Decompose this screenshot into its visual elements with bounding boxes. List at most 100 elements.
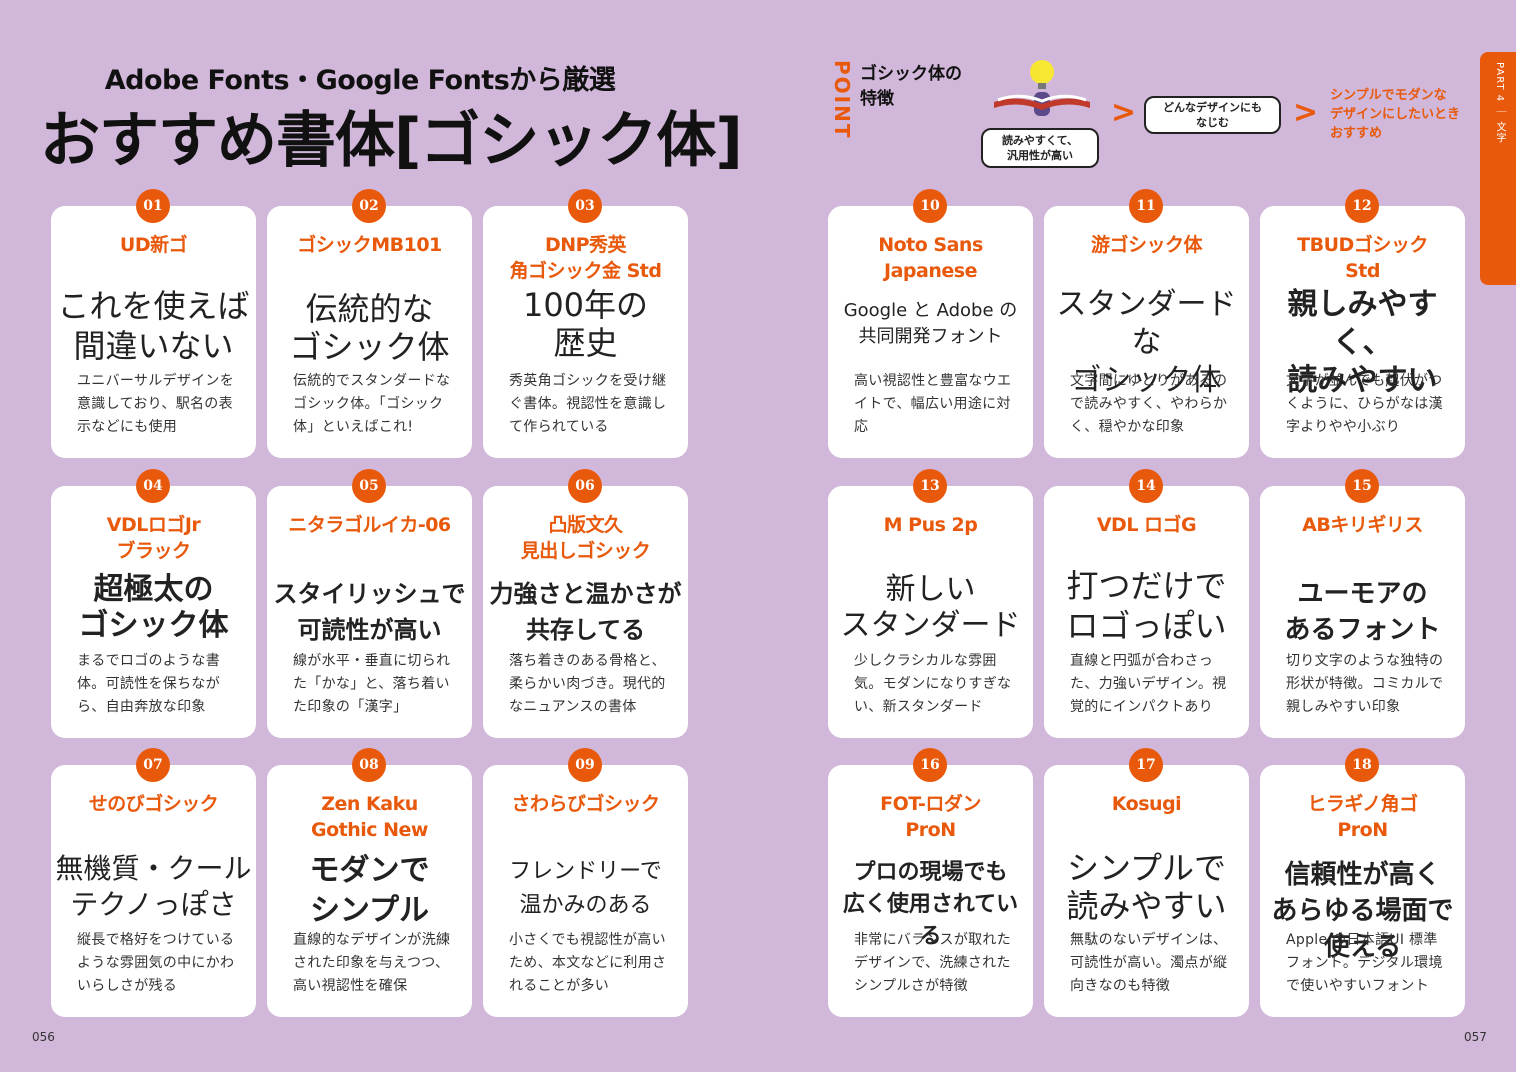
chevron-right-icon: >: [1111, 95, 1137, 130]
font-card: ゴシックMB101 伝統的な ゴシック体伝統的でスタンダードなゴシック体。「ゴシッ…: [267, 206, 472, 458]
font-description: 伝統的でスタンダードなゴシック体。「ゴシック体」といえばこれ!: [293, 373, 451, 435]
card-number-badge: 01: [136, 189, 170, 223]
font-name: DNP秀英 角ゴシック金 Std: [509, 234, 662, 282]
card-number-badge: 08: [352, 748, 386, 782]
font-sample: Google と Adobe の 共同開発フォント: [843, 300, 1018, 347]
font-sample: 力強さと温かさが 共存してる: [489, 580, 682, 644]
font-sample: これを使えば 間違いない: [57, 287, 250, 365]
card-number-badge: 04: [136, 469, 170, 503]
font-card: TBUDゴシック Std 親しみやすく、 読みやすい文字が並んでも起伏がつくように…: [1260, 206, 1465, 458]
font-sample: シンプルで 読みやすい: [1066, 849, 1227, 925]
font-description: 秀英角ゴシックを受け継ぐ書体。視認性を意識して作られている: [509, 373, 667, 435]
card-number-badge: 10: [913, 189, 947, 223]
font-name: Kosugi: [1111, 793, 1182, 815]
font-card: VDLロゴJr ブラック超極太の ゴシック体まるでロゴのような書体。可読性を保ち…: [51, 486, 256, 738]
font-card: UD新ゴこれを使えば 間違いないユニバーサルデザインを意識しており、駅名の表示な…: [51, 206, 256, 458]
font-card: M Pus 2p 新しい スタンダード少しクラシカルな雰囲気。モダンになりすぎない…: [828, 486, 1033, 738]
font-name: VDL ロゴG: [1096, 514, 1197, 536]
font-name: せのびゴシック: [88, 793, 219, 815]
font-sample: 無機質・クール テクノっぽさ: [55, 852, 252, 921]
font-card: 凸版文久 見出しゴシック力強さと温かさが 共存してる落ち着きのある骨格と、柔らか…: [483, 486, 688, 738]
font-name: UD新ゴ: [119, 234, 188, 256]
font-sample: モダンで シンプル: [309, 853, 430, 928]
font-card: Kosugi シンプルで 読みやすい無駄のないデザインは、可読性が高い。濁点が縦向…: [1044, 765, 1249, 1017]
font-name: Zen Kaku Gothic New: [311, 793, 429, 841]
font-card: 游ゴシック体スタンダードな ゴシック体文字間にゆとりがあるので読みやすく、やわら…: [1044, 206, 1249, 458]
font-name: ヒラギノ角ゴ ProN: [1307, 793, 1418, 841]
page-number-left: 056: [32, 1030, 55, 1044]
font-sample: 打つだけで ロゴっぽい: [1066, 567, 1227, 645]
font-card: FOT-ロダン ProN プロの現場でも 広く使用されている非常にバランスが取れた…: [828, 765, 1033, 1017]
font-description: 少しクラシカルな雰囲気。モダンになりすぎない、新スタンダード: [854, 653, 1012, 715]
feature-pill-fits: どんなデザインにも なじむ: [1144, 96, 1281, 134]
font-card: ABキリギリスユーモアの あるフォント切り文字のような独特の形状が特徴。コミカル…: [1260, 486, 1465, 738]
part-tab: [1480, 52, 1516, 285]
card-number-badge: 12: [1345, 189, 1379, 223]
font-sample: 信頼性が高く あらゆる場面で使える: [1271, 860, 1454, 962]
font-name: ニタラゴルイカ-06: [288, 514, 451, 536]
card-number-badge: 18: [1345, 748, 1379, 782]
card-number-badge: 16: [913, 748, 947, 782]
font-sample: 伝統的な ゴシック体: [289, 290, 450, 366]
font-sample: プロの現場でも 広く使用されている: [842, 860, 1019, 949]
card-number-badge: 05: [352, 469, 386, 503]
font-description: 直線的なデザインが洗練された印象を与えつつ、高い視認性を確保: [293, 932, 451, 994]
font-name: M Pus 2p: [883, 514, 978, 536]
point-title: ゴシック体の 特徴: [860, 64, 962, 109]
header-subtitle: Adobe Fonts・Google Fontsから厳選: [104, 65, 616, 96]
font-card: せのびゴシック無機質・クール テクノっぽさ縦長で格好をつけているような雰囲気の中…: [51, 765, 256, 1017]
font-description: 線が水平・垂直に切られた「かな」と、落ち着いた印象の「漢字」: [293, 653, 451, 715]
font-sample: フレンドリーで 温かみのある: [509, 859, 662, 918]
font-sample: スタイリッシュで 可読性が高い: [273, 580, 466, 644]
font-sample: 超極太の ゴシック体: [78, 572, 229, 643]
font-card: Zen Kaku Gothic New モダンで シンプル直線的なデザインが洗練さ…: [267, 765, 472, 1017]
card-number-badge: 17: [1129, 748, 1163, 782]
font-name: さわらびゴシック: [511, 793, 660, 815]
font-card: ニタラゴルイカ-06 スタイリッシュで 可読性が高い線が水平・垂直に切られた「かな…: [267, 486, 472, 738]
font-name: VDLロゴJr ブラック: [106, 514, 201, 562]
font-sample: 100年の 歴史: [522, 286, 649, 362]
page-title: おすすめ書体[ゴシック体]: [40, 106, 743, 176]
card-number-badge: 13: [913, 469, 947, 503]
font-name: ゴシックMB101: [297, 234, 442, 256]
font-name: Noto Sans Japanese: [878, 234, 983, 282]
font-description: まるでロゴのような書体。可読性を保ちながら、自由奔放な印象: [77, 653, 220, 715]
font-sample: 親しみやすく、 読みやすい: [1287, 287, 1438, 398]
card-number-badge: 11: [1129, 189, 1163, 223]
font-name: FOT-ロダン ProN: [880, 793, 981, 841]
font-name: 游ゴシック体: [1090, 234, 1203, 256]
font-description: 文字間にゆとりがあるので読みやすく、やわらかく、穏やかな印象: [1070, 373, 1228, 435]
point-result: シンプルでモダンな デザインにしたいとき おすすめ: [1330, 88, 1461, 141]
font-description: 切り文字のような独特の形状が特徴。コミカルで親しみやすい印象: [1286, 653, 1444, 715]
book-reader-icon: [994, 60, 1090, 116]
font-description: Apple の日本語UI 標準フォント。デジタル環境で使いやすいフォント: [1286, 932, 1443, 994]
card-number-badge: 02: [352, 189, 386, 223]
font-sample: ユーモアの あるフォント: [1284, 579, 1441, 645]
font-card: VDL ロゴG 打つだけで ロゴっぽい直線と円弧が合わさった、力強いデザイン。視覚…: [1044, 486, 1249, 738]
card-number-badge: 07: [136, 748, 170, 782]
font-description: 直線と円弧が合わさった、力強いデザイン。視覚的にインパクトあり: [1070, 653, 1227, 715]
font-description: 縦長で格好をつけているような雰囲気の中にかわいらしさが残る: [77, 932, 235, 994]
chevron-right-icon: >: [1293, 95, 1319, 130]
font-name: ABキリギリス: [1302, 514, 1423, 536]
font-description: 小さくでも視認性が高いため、本文などに利用されることが多い: [509, 932, 667, 994]
font-description: 無駄のないデザインは、可読性が高い。濁点が縦向きなのも特徴: [1070, 932, 1228, 994]
card-number-badge: 14: [1129, 469, 1163, 503]
font-name: 凸版文久 見出しゴシック: [520, 514, 651, 562]
font-sample: スタンダードな ゴシック体: [1056, 287, 1237, 398]
font-description: 非常にバランスが取れたデザインで、洗練されたシンプルさが特徴: [854, 932, 1012, 994]
font-description: 高い視認性と豊富なウエイトで、幅広い用途に対応: [854, 373, 1012, 435]
font-description: 文字が並んでも起伏がつくように、ひらがなは漢字よりやや小ぶり: [1286, 373, 1443, 435]
font-description: ユニバーサルデザインを意識しており、駅名の表示などにも使用: [77, 373, 235, 435]
font-description: 落ち着きのある骨格と、柔らかい肉づき。現代的なニュアンスの書体: [509, 653, 666, 715]
font-card: さわらびゴシックフレンドリーで 温かみのある小さくでも視認性が高いため、本文など…: [483, 765, 688, 1017]
part-tab-label: PART 4 ｜ 文字: [1494, 62, 1505, 144]
card-number-badge: 09: [568, 748, 602, 782]
card-number-badge: 03: [568, 189, 602, 223]
font-sample: 新しい スタンダード: [840, 572, 1021, 643]
page-number-right: 057: [1464, 1030, 1487, 1044]
font-name: TBUDゴシック Std: [1297, 234, 1428, 282]
